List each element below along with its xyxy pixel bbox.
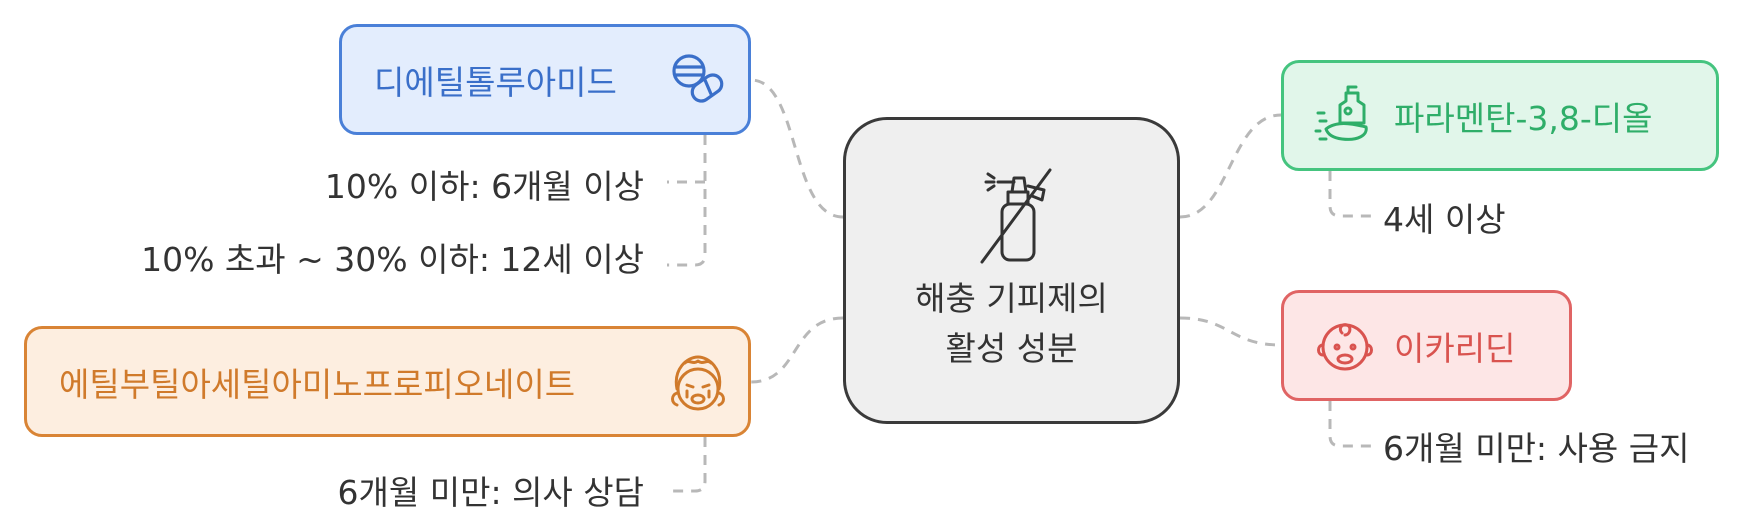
link-icar-notes bbox=[1328, 401, 1376, 448]
node-deet-label: 디에틸톨루아미드 bbox=[374, 62, 617, 102]
pmd-note-1: 4세 이상 bbox=[1383, 200, 1506, 239]
node-pmd: 파라멘탄-3,8-디올 bbox=[1281, 60, 1719, 171]
link-center-icar bbox=[1179, 316, 1282, 347]
center-title: 해충 기피제의 활성 성분 bbox=[915, 274, 1108, 374]
baby-face-icon bbox=[1317, 323, 1373, 371]
node-icaridin-label: 이카리딘 bbox=[1394, 328, 1516, 368]
crying-baby-icon bbox=[671, 355, 725, 411]
spray-plant-icon bbox=[1314, 85, 1368, 141]
link-center-ir bbox=[750, 316, 844, 384]
icaridin-note-1: 6개월 미만: 사용 금지 bbox=[1383, 429, 1690, 468]
ir3535-note-1: 6개월 미만: 의사 상담 bbox=[337, 473, 644, 512]
no-spray-icon bbox=[980, 168, 1051, 263]
node-deet: 디에틸톨루아미드 bbox=[339, 24, 751, 135]
node-icaridin: 이카리딘 bbox=[1281, 290, 1572, 401]
node-pmd-label: 파라멘탄-3,8-디올 bbox=[1394, 98, 1653, 138]
center-title-line1: 해충 기피제의 bbox=[915, 278, 1108, 318]
link-deet-notes bbox=[667, 135, 707, 267]
center-node: 해충 기피제의 활성 성분 bbox=[843, 117, 1180, 424]
link-ir-notes bbox=[667, 437, 707, 493]
deet-note-2: 10% 초과 ~ 30% 이하: 12세 이상 bbox=[141, 240, 644, 279]
deet-note-1: 10% 이하: 6개월 이상 bbox=[324, 167, 644, 206]
link-center-deet bbox=[750, 78, 844, 219]
pills-icon bbox=[672, 54, 724, 103]
link-center-pmd bbox=[1179, 113, 1282, 219]
link-pmd-notes bbox=[1328, 171, 1376, 218]
node-ir3535-label: 에틸부틸아세틸아미노프로피오네이트 bbox=[59, 364, 576, 404]
center-title-line2: 활성 성분 bbox=[945, 328, 1078, 368]
node-ir3535: 에틸부틸아세틸아미노프로피오네이트 bbox=[24, 326, 751, 437]
